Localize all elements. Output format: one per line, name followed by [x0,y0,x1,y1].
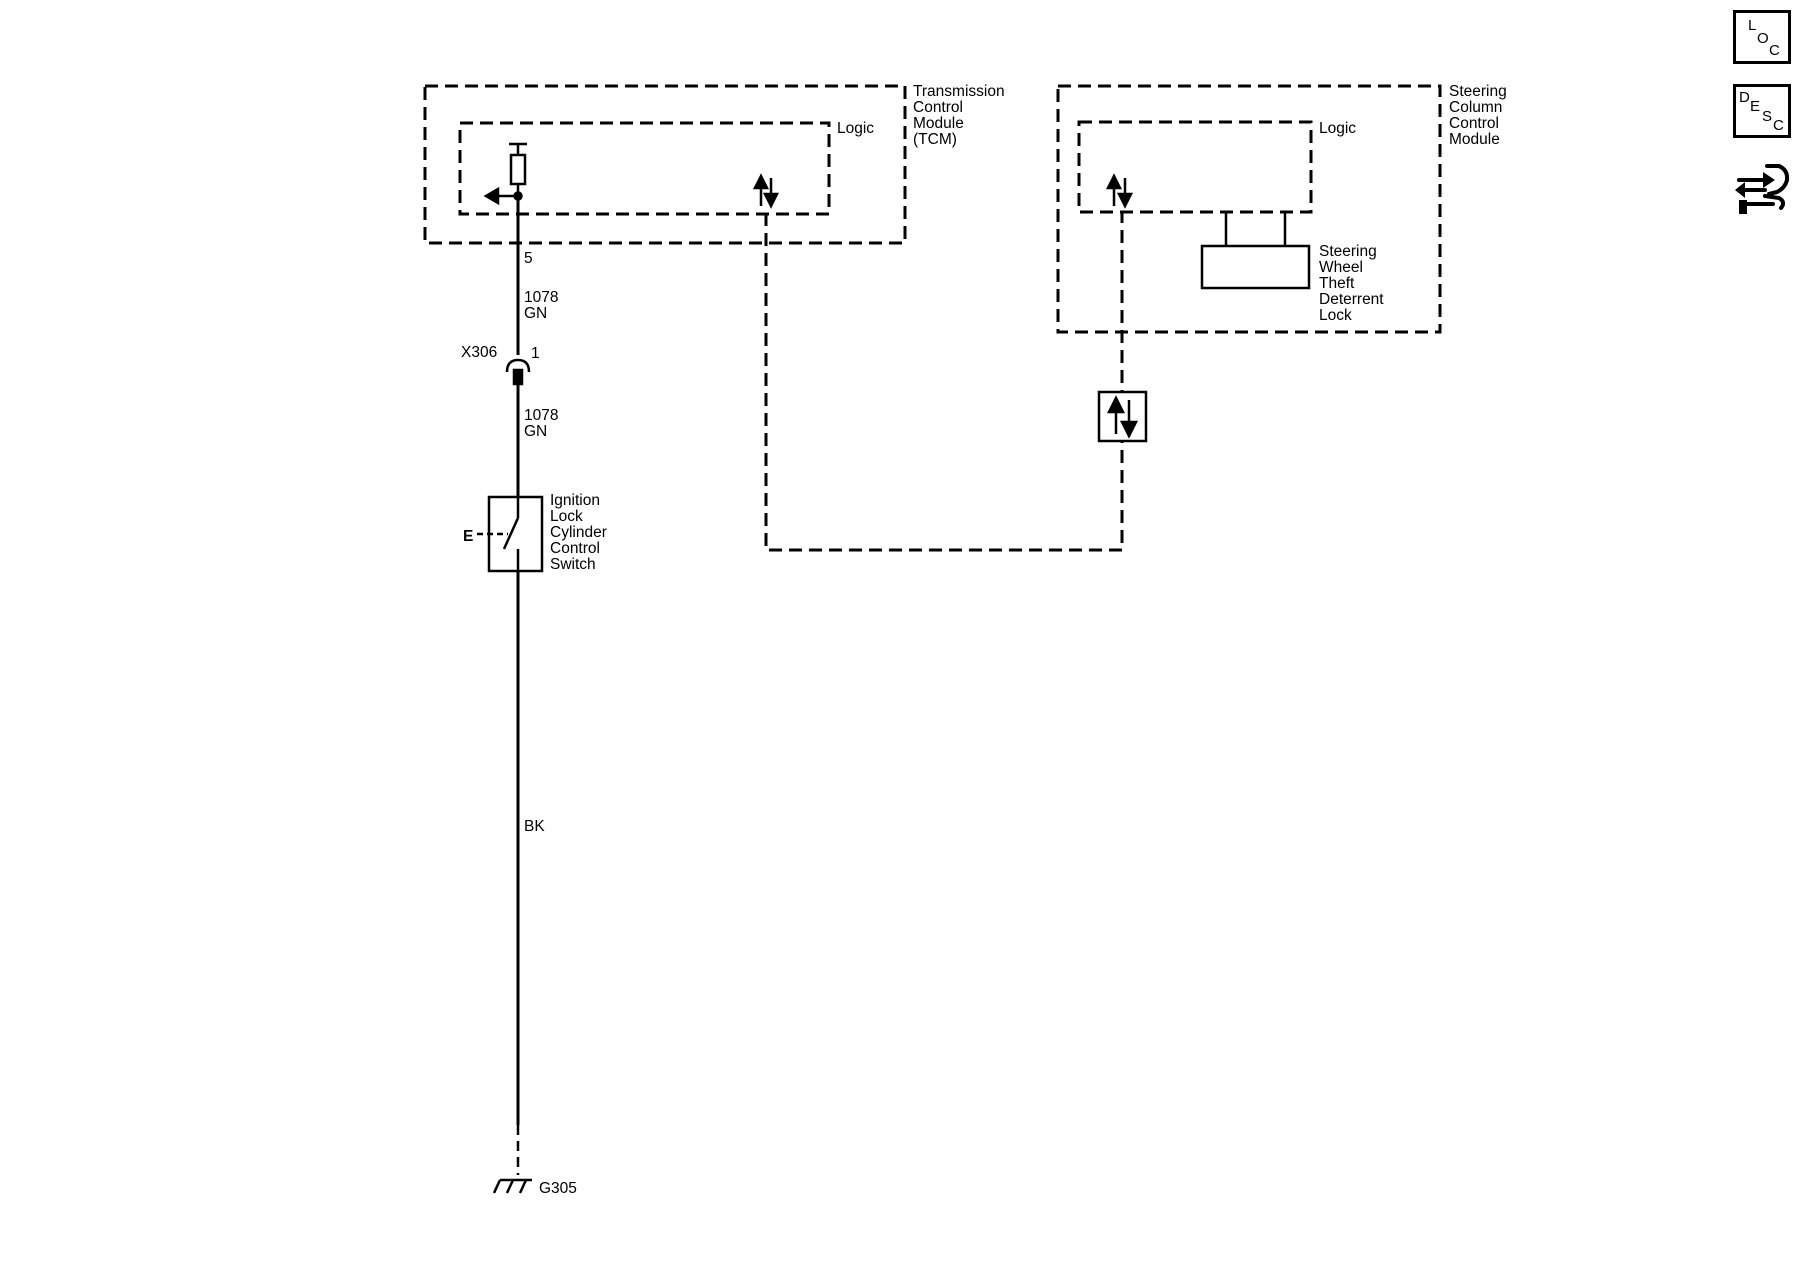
ignition-switch-line2: Lock [550,508,583,525]
sccm-serial-data-icon [1105,173,1134,209]
lock-label-line3: Theft [1319,275,1355,292]
loc-letter-c: C [1769,42,1780,59]
sccm-name-line4: Module [1449,131,1500,148]
location-button[interactable]: L O C [1733,10,1791,64]
sccm-name-line1: Steering [1449,83,1507,100]
desc-letter-d: D [1739,89,1750,106]
ignition-switch-line3: Cylinder [550,524,607,541]
loc-letter-l: L [1748,17,1756,34]
ignition-switch-line4: Control [550,540,600,557]
steering-lock-actuator [1200,212,1311,290]
tcm-name-line1: Transmission [913,83,1005,100]
tcm-pin-label: 5 [524,250,533,267]
ignition-switch-line1: Ignition [550,492,600,509]
serial-data-symbol-icon [1097,390,1148,443]
tcm-logic-outline [458,121,831,216]
tcm-logic-label: Logic [837,120,874,137]
lock-label-line5: Lock [1319,307,1352,324]
ground-label: G305 [539,1180,577,1197]
ignition-switch-mech-label: E [463,528,473,545]
desc-letter-s: S [1762,108,1772,125]
connector-id-label: X306 [461,344,497,361]
lock-label-line4: Deterrent [1319,291,1384,308]
connector-x306-icon [505,358,531,386]
wire-mid-number: 1078 [524,407,558,424]
wire-top-color: GN [524,305,547,322]
sccm-outline [1056,84,1442,334]
ground-symbol-icon [492,1125,532,1194]
lock-label-line1: Steering [1319,243,1377,260]
tcm-name-line3: Module [913,115,964,132]
wire-mid-color: GN [524,423,547,440]
sccm-logic-label: Logic [1319,120,1356,137]
tcm-name-line4: (TCM) [913,131,957,148]
connector-end-view-button[interactable] [1733,158,1791,218]
tcm-serial-data-icon [752,173,780,209]
wire-bottom-color: BK [524,818,545,835]
serial-data-link [764,212,1124,552]
ignition-switch-line5: Switch [550,556,596,573]
tcm-module: Logic Transmission Control Module (TCM) [423,83,1005,245]
desc-letter-c: C [1773,117,1784,134]
ignition-switch-icon [477,495,544,573]
wire-top-number: 1078 [524,289,558,306]
loc-letter-o: O [1757,30,1769,47]
sccm-name-line3: Control [1449,115,1499,132]
desc-letter-e: E [1750,98,1760,115]
connector-pin-label: 1 [531,345,540,362]
sccm-name-line2: Column [1449,99,1502,116]
description-button[interactable]: D E S C [1733,84,1791,138]
sccm-module: Logic Steering Column Control Module Ste… [1056,83,1507,334]
connector-end-view-icon [1735,164,1790,214]
lock-label-line2: Wheel [1319,259,1363,276]
tcm-name-line2: Control [913,99,963,116]
tcm-outline [423,84,907,245]
tcm-input-resistor-icon [483,142,527,206]
